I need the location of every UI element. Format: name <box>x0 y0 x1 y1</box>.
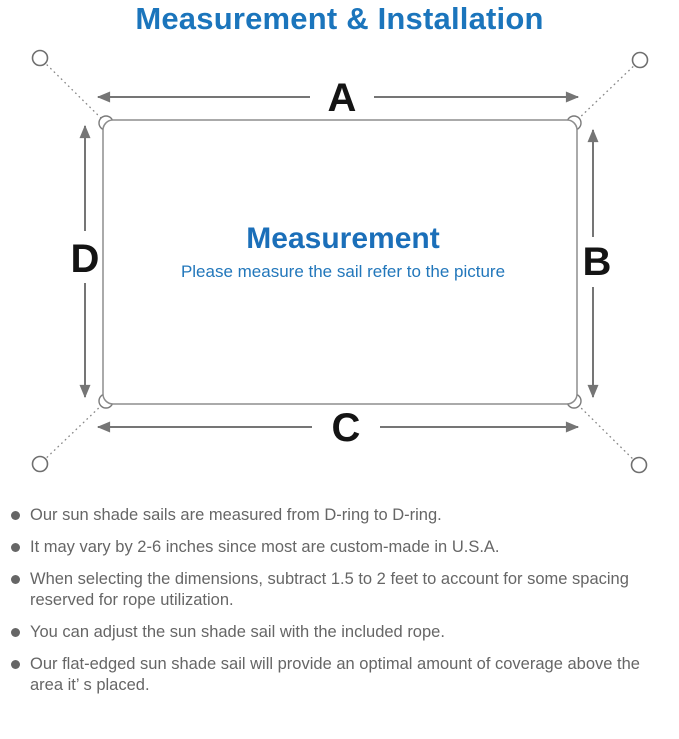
bullet-dot-icon <box>11 628 20 637</box>
bullet-dot-icon <box>11 543 20 552</box>
anchor-ring-bottom-right-icon <box>630 456 648 474</box>
anchor-points <box>31 49 649 474</box>
note-text: It may vary by 2-6 inches since most are… <box>30 538 500 556</box>
bullet-dot-icon <box>11 575 20 584</box>
sail-measurement-diagram: A B C D Measurement Please measure the s… <box>0 41 679 501</box>
diagram-heading: Measurement <box>246 222 439 255</box>
rope-bottom-left-line <box>39 401 106 465</box>
sail-rectangle <box>102 119 578 405</box>
list-item: Our flat-edged sun shade sail will provi… <box>10 654 667 696</box>
list-item: When selecting the dimensions, subtract … <box>10 569 667 611</box>
measurement-notes-list: Our sun shade sails are measured from D-… <box>0 505 679 696</box>
page-title: Measurement & Installation <box>135 1 544 36</box>
rope-top-right-line <box>574 59 641 123</box>
anchor-ring-bottom-left-icon <box>31 455 49 473</box>
dimension-labels: A B C D <box>71 76 612 450</box>
bullet-dot-icon <box>11 511 20 520</box>
bullet-dot-icon <box>11 660 20 669</box>
label-side-b: B <box>583 240 612 284</box>
rope-bottom-right-line <box>574 401 640 466</box>
label-side-c: C <box>332 406 361 450</box>
label-side-d: D <box>71 237 100 281</box>
corner-rope-lines <box>39 57 641 466</box>
list-item: It may vary by 2-6 inches since most are… <box>10 537 667 558</box>
dimension-arrows <box>79 91 599 433</box>
anchor-ring-top-left-icon <box>31 49 49 67</box>
list-item: You can adjust the sun shade sail with t… <box>10 622 667 643</box>
diagram-subheading: Please measure the sail refer to the pic… <box>181 262 505 281</box>
note-text: When selecting the dimensions, subtract … <box>30 570 629 609</box>
note-text: Our flat-edged sun shade sail will provi… <box>30 655 640 694</box>
label-side-a: A <box>328 76 357 120</box>
list-item: Our sun shade sails are measured from D-… <box>10 505 667 526</box>
diagram-canvas: A B C D Measurement Please measure the s… <box>31 49 649 474</box>
note-text: Our sun shade sails are measured from D-… <box>30 506 442 524</box>
note-text: You can adjust the sun shade sail with t… <box>30 623 445 641</box>
anchor-ring-top-right-icon <box>631 51 649 69</box>
rope-top-left-line <box>39 57 106 123</box>
